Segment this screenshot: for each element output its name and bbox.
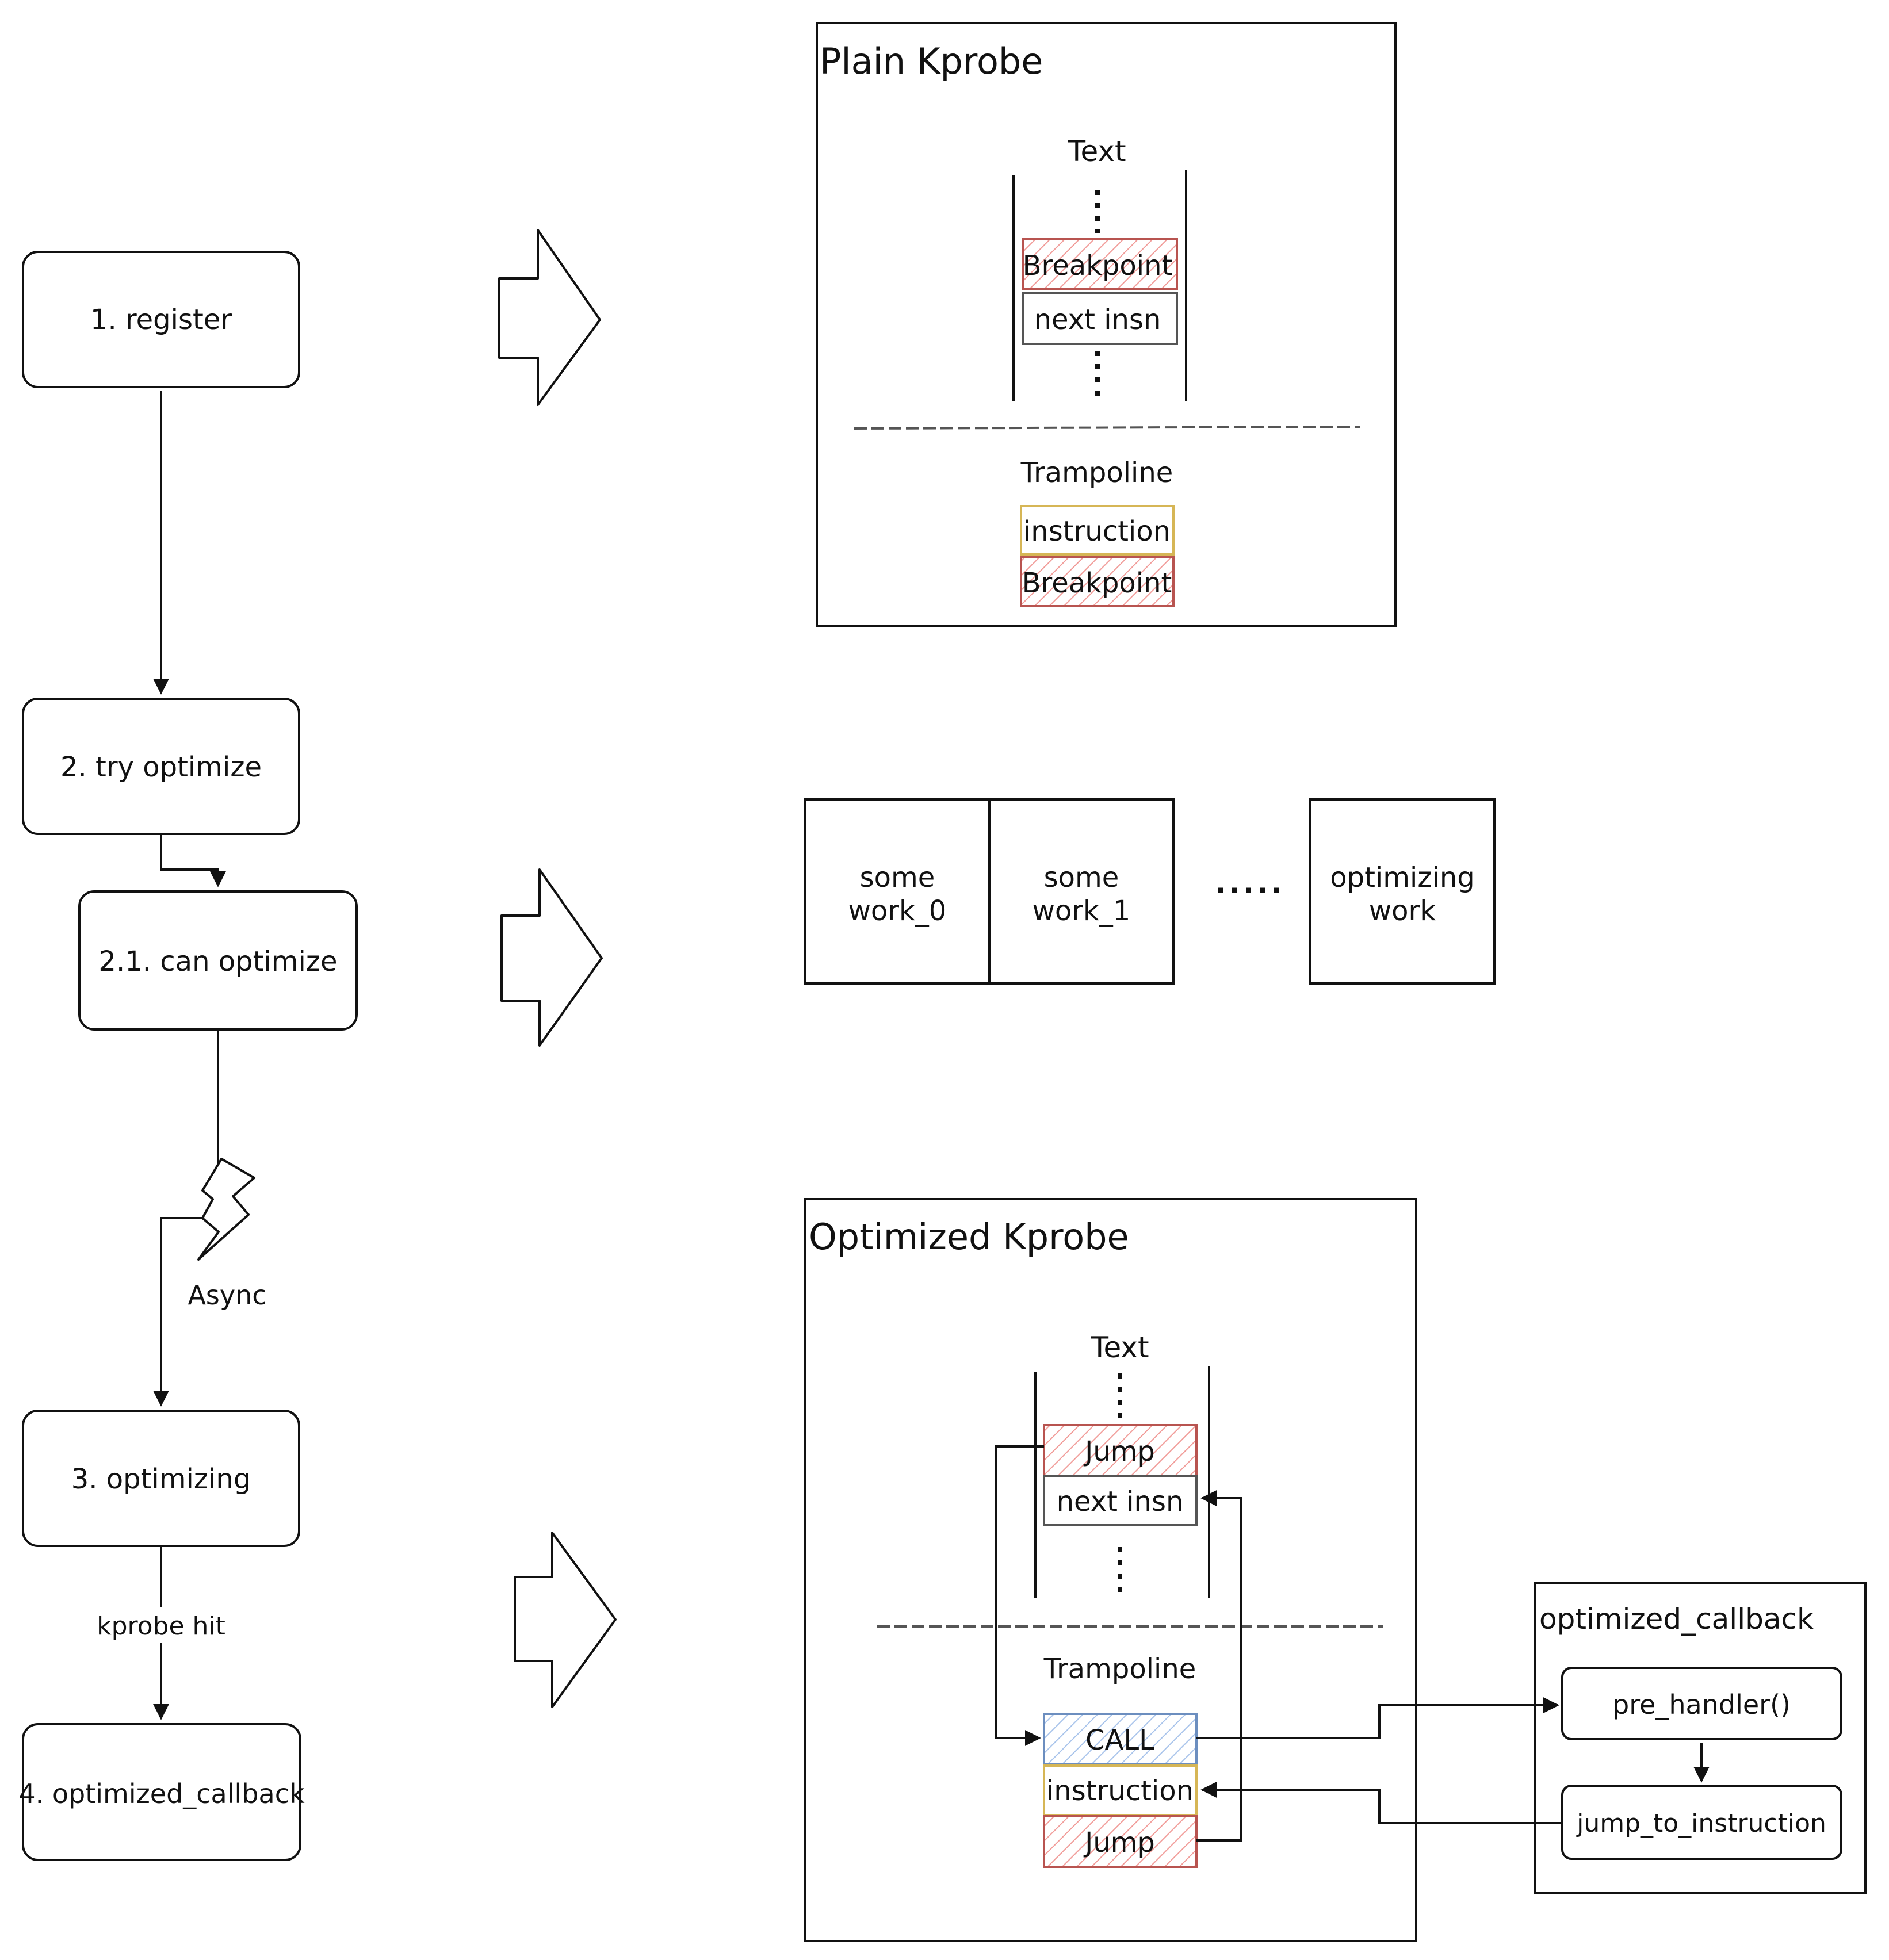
plain-kprobe-panel: Plain Kprobe Text Breakpoint next insn T… [816, 22, 1397, 627]
jump-to-call-arrow [995, 1445, 1044, 1746]
opt-text-label: Text [1090, 1331, 1149, 1364]
callback-panel-title: optimized_callback [1539, 1602, 1814, 1636]
step-can-optimize: 2.1. can optimize [78, 890, 358, 1031]
work-item-0-line2: work_0 [848, 895, 947, 927]
step-register: 1. register [22, 251, 300, 388]
callback-panel: optimized_callback pre_handler() jump_to… [1534, 1582, 1867, 1894]
step-optimizing: 3. optimizing [22, 1410, 300, 1547]
plain-tramp-instruction-cell [1020, 505, 1175, 556]
plain-trampoline-label: Trampoline [1020, 457, 1173, 489]
pre-handler-box [1561, 1667, 1842, 1740]
work-item-1-line2: work_1 [1033, 895, 1131, 927]
step-optimized-callback: 4. optimized_callback [18, 1723, 305, 1861]
step-can-optimize-label: 2.1. can optimize [98, 945, 337, 978]
work-item-optimizing-line2: work [1369, 895, 1436, 927]
plain-breakpoint-cell [1022, 238, 1178, 290]
opt-next-insn-label: next insn [1057, 1486, 1184, 1518]
opt-call-label: CALL [1085, 1724, 1154, 1756]
pre-handler-label: pre_handler() [1612, 1689, 1791, 1720]
work-item-optimizing-line1: optimizing [1330, 862, 1475, 894]
plain-tramp-instruction-label: instruction [1023, 515, 1171, 548]
plain-separator [854, 426, 1361, 430]
big-arrow-1 [498, 229, 601, 406]
plain-next-insn-cell [1022, 292, 1178, 345]
optimized-connectors [995, 1445, 1710, 1842]
kprobe-hit-label: kprobe hit [97, 1611, 225, 1641]
opt-next-insn-cell [1043, 1475, 1198, 1526]
opt-trampoline-label: Trampoline [1043, 1653, 1196, 1685]
work-item-optimizing [1309, 798, 1496, 985]
plain-breakpoint-label: Breakpoint [1023, 250, 1173, 282]
jump-to-instruction-label: jump_to_instruction [1576, 1809, 1826, 1838]
step-optimized-callback-label: 4. optimized_callback [18, 1778, 305, 1809]
opt-call-cell [1043, 1713, 1198, 1766]
lightning-icon [197, 1158, 255, 1261]
opt-instruction-label: instruction [1046, 1775, 1194, 1807]
plain-tramp-breakpoint-cell [1020, 556, 1175, 607]
tramp-jump-to-next-insn-arrow [1196, 1490, 1242, 1842]
jump-to-instruction-back-arrow [1200, 1782, 1562, 1824]
async-label: Async [188, 1280, 266, 1311]
big-arrow-3 [514, 1532, 617, 1708]
big-arrow-2 [500, 868, 603, 1047]
call-to-pre-handler-arrow [1196, 1697, 1559, 1739]
work-item-1 [988, 798, 1175, 985]
optimized-kprobe-panel: Optimized Kprobe Text Jump next insn Tra… [804, 1198, 1417, 1942]
optimized-kprobe-title: Optimized Kprobe [809, 1216, 1129, 1258]
plain-tramp-breakpoint-label: Breakpoint [1022, 567, 1172, 599]
plain-next-insn-label: next insn [1034, 304, 1161, 336]
step-optimizing-label: 3. optimizing [71, 1463, 251, 1495]
plain-text-label: Text [1067, 135, 1126, 168]
step-try-optimize: 2. try optimize [22, 698, 300, 835]
plain-kprobe-title: Plain Kprobe [820, 40, 1043, 82]
work-item-0 [804, 798, 991, 985]
step-register-label: 1. register [90, 304, 232, 336]
opt-jump-label: Jump [1083, 1435, 1155, 1468]
step-try-optimize-label: 2. try optimize [60, 751, 262, 783]
async-to-optimizing-arrow [153, 1217, 204, 1407]
opt-instruction-cell [1043, 1764, 1198, 1816]
work-item-0-line1: some [860, 862, 935, 894]
work-queue: some work_0 some work_1 optimizing work [804, 798, 1496, 985]
opt-tramp-jump-label: Jump [1083, 1827, 1155, 1859]
work-item-1-line1: some [1044, 862, 1119, 894]
try-to-can-arrow [160, 835, 226, 887]
